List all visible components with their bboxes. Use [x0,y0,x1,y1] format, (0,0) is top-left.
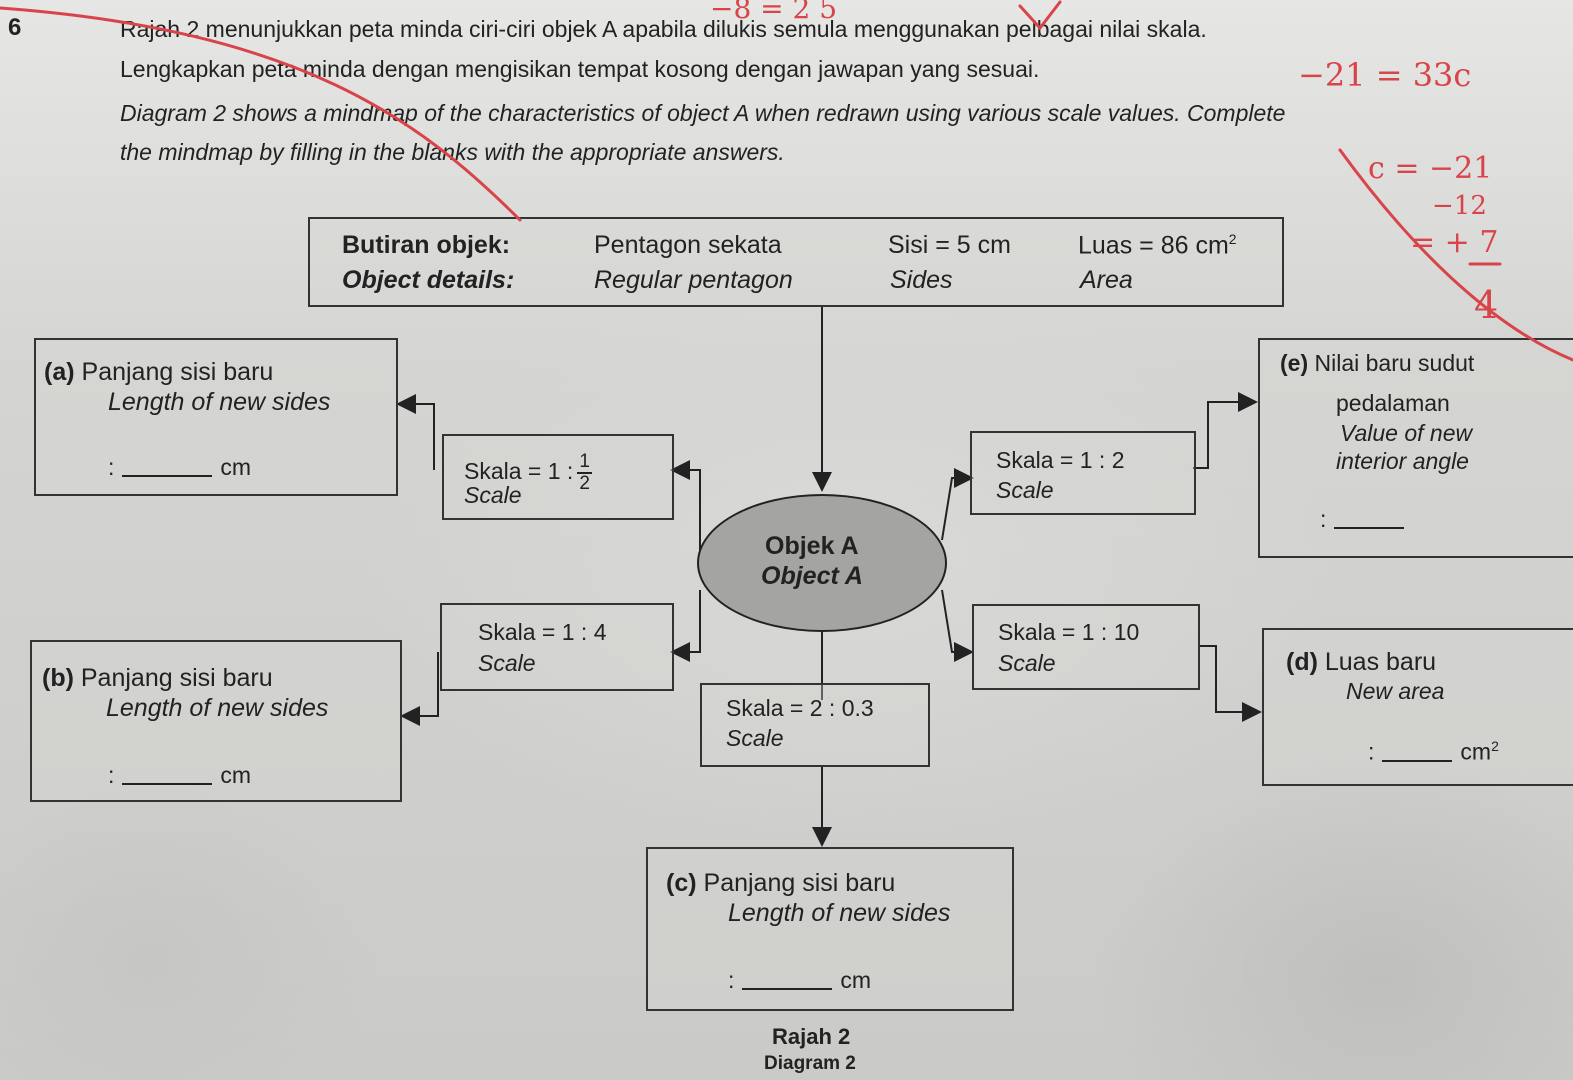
answer-c-colon: : [728,967,735,993]
scale-ten-en: Scale [998,650,1056,676]
center-label-ms: Objek A [765,532,859,560]
answer-d-unit-sup: 2 [1491,738,1499,754]
question-text-en-1: Diagram 2 shows a mindmap of the charact… [120,100,1286,126]
answer-b-unit: cm [220,762,252,788]
answer-box-b: (b) Panjang sisi baru Length of new side… [30,640,402,802]
center-object-node: Objek A Object A [697,494,947,632]
object-details-box: Butiran objek: Object details: Pentagon … [308,217,1284,307]
details-side-ms: Sisi = 5 cm [888,231,1011,259]
ink-arc-left [0,6,522,222]
answer-c-en: Length of new sides [728,899,951,927]
answer-c-ms: Panjang sisi baru [703,869,896,897]
scale-four-en: Scale [478,650,536,676]
scale-half-num: 1 [577,451,592,474]
answer-d-colon: : [1368,738,1375,765]
scale-box-two: Skala = 1 : 2 Scale [970,431,1196,515]
details-area-text: Luas = 86 cm [1078,231,1229,260]
details-side-en: Sides [890,266,953,294]
details-shape-en: Regular pentagon [594,266,793,294]
answer-d-letter: (d) [1286,648,1318,676]
details-area-ms: Luas = 86 cm2 [1078,231,1237,260]
question-text-ms-1: Rajah 2 menunjukkan peta minda ciri-ciri… [120,16,1207,42]
ink-arc-right [1338,148,1573,362]
scale-box-point3: Skala = 2 : 0.3 Scale [700,683,930,767]
caption-en: Diagram 2 [764,1053,856,1074]
answer-box-d: (d) Luas baru New area : cm2 [1262,628,1573,786]
details-area-sup: 2 [1228,231,1237,247]
scale-two-en: Scale [996,477,1054,503]
answer-e-blank[interactable] [1334,527,1405,529]
answer-a-en: Length of new sides [108,388,331,416]
scale-box-ten: Skala = 1 : 10 Scale [972,604,1200,690]
ink-line-5: 4 [1474,283,1498,327]
scale-ten-label: Skala = 1 : 10 [998,619,1140,645]
answer-d-en: New area [1346,678,1445,704]
scale-box-four: Skala = 1 : 4 Scale [440,603,674,691]
scale-four-label: Skala = 1 : 4 [478,619,607,645]
answer-c-letter: (c) [666,869,697,897]
answer-e-en-1: Value of new [1340,420,1473,446]
answer-a-colon: : [108,454,115,480]
answer-a-unit: cm [220,454,252,480]
answer-c-blank[interactable] [742,988,833,990]
answer-b-colon: : [108,762,115,788]
scale-two-label: Skala = 1 : 2 [996,447,1125,473]
answer-c-unit: cm [840,967,872,993]
answer-a-blank[interactable] [122,475,213,477]
answer-e-en-2: interior angle [1336,448,1469,474]
answer-b-letter: (b) [42,664,74,692]
answer-d-line: : cm2 [1368,738,1499,766]
answer-b-blank[interactable] [122,783,213,785]
ink-tick-mark [1018,0,1062,31]
scale-half-prefix: Skala = 1 : [464,458,574,485]
answer-e-ms-1: Nilai baru sudut [1314,350,1475,376]
answer-a-ms: Panjang sisi baru [81,358,274,386]
details-label-ms: Butiran objek: [342,231,511,259]
ink-line-2: c = −21 [1368,151,1492,186]
answer-b-line: : cm [108,762,251,789]
answer-d-unit: cm [1460,738,1492,765]
details-label-en: Object details: [342,266,515,294]
details-shape-ms: Pentagon sekata [594,231,782,259]
ink-line-4: = + 7 [1410,225,1498,260]
scale-half-en: Scale [464,482,522,508]
question-number: 6 [8,14,22,41]
answer-c-line: : cm [728,967,871,994]
answer-e-letter: (e) [1280,350,1309,376]
answer-d-ms: Luas baru [1324,648,1437,676]
answer-d-blank[interactable] [1382,759,1453,762]
question-text-en-2: the mindmap by filling in the blanks wit… [120,139,785,165]
ink-top: −8 = 2 5 [710,0,837,25]
center-label-en: Object A [761,562,863,590]
answer-box-a: (a) Panjang sisi baru Length of new side… [34,338,398,496]
answer-a-letter: (a) [44,358,75,386]
ink-line-1: −21 = 33c [1298,56,1471,94]
scale-half-den: 2 [579,473,590,494]
answer-b-ms: Panjang sisi baru [80,664,273,692]
ink-line-3: −12 [1432,191,1487,221]
answer-a-line: : cm [108,454,251,481]
answer-e-line: : [1320,506,1412,533]
scale-point3-label: Skala = 2 : 0.3 [726,695,874,721]
answer-box-c: (c) Panjang sisi baru Length of new side… [646,847,1014,1011]
caption-ms: Rajah 2 [772,1024,851,1049]
answer-e-ms-2: pedalaman [1336,390,1450,416]
answer-b-en: Length of new sides [106,694,329,722]
scale-point3-en: Scale [726,725,784,751]
answer-e-colon: : [1320,506,1327,532]
details-area-en: Area [1080,266,1133,294]
answer-box-e: (e) Nilai baru sudut pedalaman Value of … [1258,338,1573,558]
